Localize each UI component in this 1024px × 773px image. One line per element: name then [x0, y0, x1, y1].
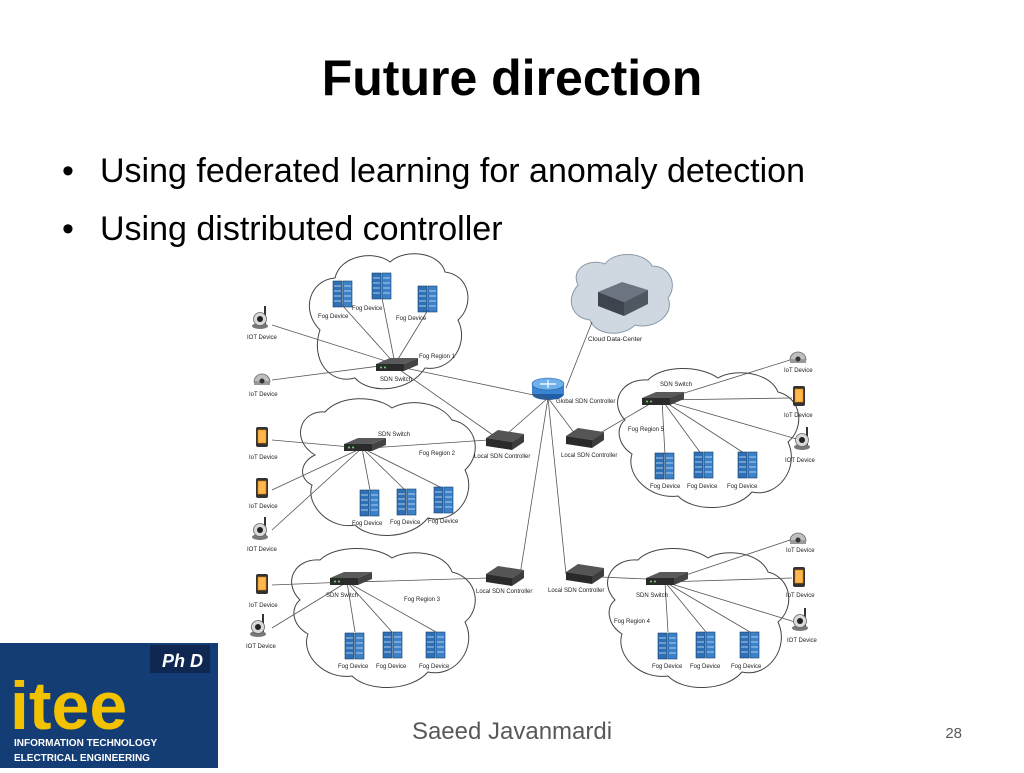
itee-logo: Ph D itee INFORMATION TECHNOLOGY ELECTRI… — [0, 643, 218, 768]
bullet-item: • Using distributed controller — [62, 200, 805, 258]
iot-device-label: IoT Device — [249, 603, 278, 609]
iot-device-label: IOT Device — [247, 547, 278, 553]
logo-main-text: itee — [10, 668, 127, 744]
fog-device-label: Fog Device — [419, 664, 450, 670]
bullet-list: • Using federated learning for anomaly de… — [62, 142, 805, 258]
fog-device-label: Fog Device — [352, 521, 383, 527]
iot-device-label: IoT Device — [786, 548, 815, 554]
fog-device-label: Fog Device — [338, 664, 369, 670]
iot-device-label: IoT Device — [784, 413, 813, 419]
sdn-switch-label: SDN Switch — [660, 382, 692, 388]
sdn-switch-label: SDN Switch — [380, 377, 412, 383]
fog-device-label: Fog Device — [652, 664, 683, 670]
local-controller-label-5: Local SDN Controller — [561, 453, 617, 459]
cloud-fog-region-2 — [300, 398, 476, 536]
fog-device-label: Fog Device — [390, 520, 421, 526]
fog-device-label: Fog Device — [396, 316, 427, 322]
page-number: 28 — [945, 725, 962, 742]
iot-device-label: IoT Device — [249, 504, 278, 510]
iot-device-label: IOT Device — [246, 644, 277, 650]
logo-line-1: INFORMATION TECHNOLOGY — [14, 738, 157, 749]
slide-title: Future direction — [321, 50, 703, 106]
local-controller-label-4: Local SDN Controller — [548, 588, 604, 594]
fog-device-label: Fog Device — [318, 314, 349, 320]
network-links — [271, 297, 801, 633]
global-sdn-controller-icon — [531, 377, 565, 400]
fog-device-label: Fog Device — [352, 306, 383, 312]
fog-device-label: Fog Device — [428, 519, 459, 525]
local-controller-label-2: Local SDN Controller — [474, 454, 530, 460]
global-sdn-controller-label: Global SDN Controller — [556, 399, 615, 405]
fog-region-label: Fog Region 4 — [614, 619, 651, 625]
network-diagram: Cloud Data-Center Global SDN Controller — [246, 253, 818, 688]
fog-device-label: Fog Device — [727, 484, 758, 490]
iot-device-label: IoT Device — [784, 368, 813, 374]
bullet-dot-icon: • — [62, 152, 74, 190]
local-controller-label-3: Local SDN Controller — [476, 589, 532, 595]
sdn-switch-label: SDN Switch — [636, 593, 668, 599]
bullet-text: Using federated learning for anomaly det… — [100, 152, 805, 190]
bullet-item: • Using federated learning for anomaly de… — [62, 142, 805, 200]
iot-device-label: IoT Device — [786, 593, 815, 599]
iot-device-label: IOT Device — [785, 458, 816, 464]
fog-device-label: Fog Device — [731, 664, 762, 670]
fog-region-label: Fog Region 5 — [628, 427, 665, 433]
iot-device-label: IOT Device — [247, 335, 278, 341]
bullet-text: Using distributed controller — [100, 210, 503, 248]
fog-device-label: Fog Device — [690, 664, 721, 670]
fog-device-label: Fog Device — [376, 664, 407, 670]
fog-region-label: Fog Region 2 — [419, 451, 456, 457]
logo-line-2: ELECTRICAL ENGINEERING — [14, 753, 150, 764]
bullet-dot-icon: • — [62, 210, 74, 248]
fog-region-label: Fog Region 1 — [419, 354, 456, 360]
fog-device-label: Fog Device — [687, 484, 718, 490]
cloud-data-center-icon — [570, 254, 673, 334]
fog-device-label: Fog Device — [650, 484, 681, 490]
iot-device-label: IoT Device — [249, 392, 278, 398]
sdn-switch-label: SDN Switch — [326, 593, 358, 599]
iot-device-label: IoT Device — [249, 455, 278, 461]
logo-badge-text: Ph D — [162, 651, 203, 671]
iot-device-label: IOT Device — [787, 638, 818, 644]
footer-author: Saeed Javanmardi — [411, 718, 613, 745]
cloud-data-center-label: Cloud Data-Center — [588, 336, 643, 343]
sdn-switch-label: SDN Switch — [378, 432, 410, 438]
fog-region-label: Fog Region 3 — [404, 597, 441, 603]
